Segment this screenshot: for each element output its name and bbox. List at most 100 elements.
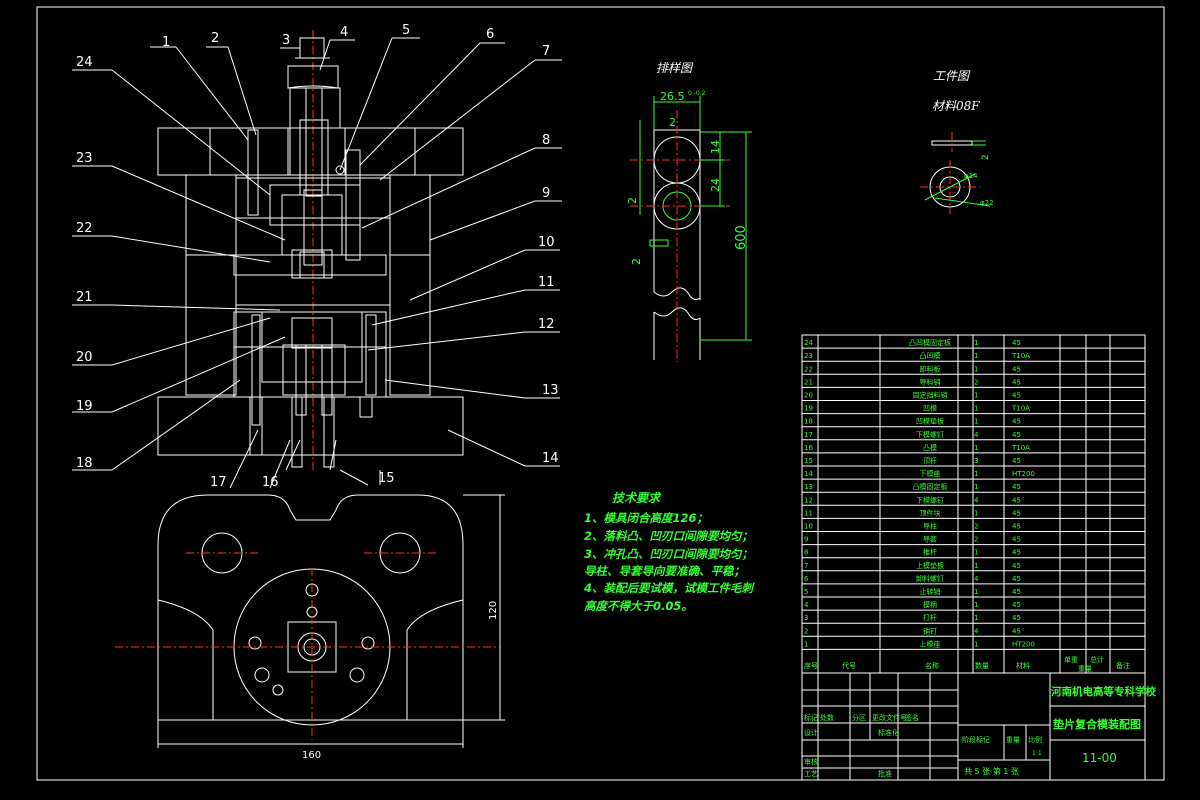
- bom-row-qty: 1: [974, 418, 978, 426]
- bom-row-material: 45: [1012, 378, 1021, 386]
- title-sign: 签名: [905, 713, 919, 722]
- bom-row-material: T10A: [1011, 352, 1030, 360]
- title-change-doc: 更改文件号: [872, 713, 907, 722]
- bom-row-name: 止转销: [920, 587, 941, 596]
- part-number-11: 11: [538, 275, 555, 290]
- bom-row-material: T10A: [1011, 444, 1030, 452]
- strip-dim-2b: 2: [626, 197, 639, 204]
- bom-row-number: 11: [804, 509, 813, 517]
- bom-row-qty: 1: [974, 640, 978, 648]
- part-number-10: 10: [538, 235, 555, 250]
- tech-req-line: 4、装配后要试模，试模工件毛刺: [583, 581, 756, 595]
- bom-row-material: 45: [1012, 601, 1021, 609]
- bom-header-code: 代号: [842, 661, 856, 670]
- bom-row-name: 凸模: [923, 443, 937, 452]
- drawing-border: [36, 6, 1165, 781]
- bom-row-name: 凹模垫板: [916, 417, 944, 426]
- part-number-6: 6: [486, 27, 494, 42]
- part-number-1: 1: [162, 35, 170, 50]
- title-count: 处数: [820, 713, 834, 722]
- bom-row-name: 导柱: [923, 522, 937, 531]
- workpiece-dim-d2: φ22: [980, 199, 994, 207]
- bom-row-material: 45: [1012, 496, 1021, 504]
- bom-row-name: 销钉: [923, 626, 937, 635]
- title-stage-mark: 阶段标记: [962, 735, 990, 744]
- title-block: 标记 处数 分区 更改文件号 签名 设计 标准化 审核 工艺 批准 阶段标记 重…: [801, 672, 1156, 781]
- bom-row-material: 45: [1012, 418, 1021, 426]
- title-standard: 标准化: [878, 728, 899, 737]
- bom-row-qty: 1: [974, 339, 978, 347]
- bom-row-qty: 4: [974, 431, 979, 439]
- bom-row-material: HT200: [1012, 640, 1035, 648]
- bom-row-material: 45: [1012, 365, 1021, 373]
- dim-160: 160: [302, 750, 321, 761]
- workpiece-dim-t: 2: [981, 154, 991, 160]
- bom-row-number: 14: [804, 470, 813, 478]
- bom-row-number: 4: [804, 601, 809, 609]
- bom-row-name: 凸凹模: [920, 351, 941, 360]
- part-number-15: 15: [378, 471, 395, 486]
- bom-row-number: 5: [804, 588, 808, 596]
- part-number-2: 2: [211, 31, 219, 46]
- strip-dim-14: 14: [709, 140, 722, 154]
- tech-requirements: 技术要求 1、模具闭合高度126； 2、落料凸、凹刃口间隙要均匀； 3、冲孔凸、…: [583, 491, 756, 613]
- bom-row-qty: 4: [974, 575, 979, 583]
- title-review: 审核: [804, 757, 818, 766]
- bom-row-material: 45: [1012, 575, 1021, 583]
- title-sheets: 共 5 张 第 1 张: [964, 766, 1019, 776]
- bom-row-qty: 2: [974, 536, 978, 544]
- bom-row-qty: 1: [974, 549, 978, 557]
- strip-dim-600: 600: [734, 225, 749, 250]
- bom-row-number: 12: [804, 496, 813, 504]
- strip-dim-2c: 2: [630, 258, 643, 265]
- bom-row-number: 17: [804, 431, 813, 439]
- workpiece-title: 工件图: [933, 69, 971, 83]
- bom-table: [801, 334, 1146, 674]
- bom-row-number: 8: [804, 549, 808, 557]
- part-number-4: 4: [340, 25, 348, 40]
- bom-header-weight: 重量: [1078, 665, 1092, 673]
- bom-row-number: 13: [804, 483, 813, 491]
- tech-req-line: 3、冲孔凸、凹刃口间隙要均匀；: [584, 547, 753, 561]
- strip-dim-tol: 0 -0.2: [688, 90, 706, 97]
- part-number-22: 22: [76, 221, 93, 236]
- bom-row-material: 45: [1012, 523, 1021, 531]
- bom-row-material: 45: [1012, 562, 1021, 570]
- bom-row-qty: 1: [974, 365, 978, 373]
- part-number-20: 20: [76, 350, 93, 365]
- bom-row-material: 45: [1012, 627, 1021, 635]
- bom-row-name: 顶件块: [920, 508, 941, 517]
- bom-row-number: 22: [804, 365, 813, 373]
- bom-row-number: 10: [804, 523, 813, 531]
- bom-row-qty: 1: [974, 588, 978, 596]
- bom-row-number: 19: [804, 405, 813, 413]
- bom-row-number: 15: [804, 457, 813, 465]
- bom-row-material: 45: [1012, 339, 1021, 347]
- title-zone: 分区: [852, 713, 866, 722]
- title-process: 工艺: [804, 770, 818, 778]
- bom-row-name: 下模螺钉: [916, 430, 944, 439]
- part-number-5: 5: [402, 23, 410, 38]
- plan-view: 120 160: [115, 494, 505, 761]
- strip-layout-title: 排样图: [656, 61, 694, 75]
- bom-row-number: 21: [804, 378, 813, 386]
- bom-row-number: 20: [804, 392, 813, 400]
- part-number-21: 21: [76, 290, 93, 305]
- bom-header-mat: 材料: [1016, 661, 1030, 670]
- part-number-8: 8: [542, 133, 550, 148]
- bom-row-qty: 2: [974, 378, 978, 386]
- part-number-23: 23: [76, 151, 93, 166]
- title-mark: 标记: [804, 713, 818, 722]
- part-number-24: 24: [76, 55, 93, 70]
- part-number-9: 9: [542, 186, 550, 201]
- title-drawing-no: 11-00: [1082, 751, 1117, 765]
- bom-row-number: 3: [804, 614, 808, 622]
- bom-row-name: 导料销: [920, 377, 941, 386]
- part-number-18: 18: [76, 456, 93, 471]
- bom-row-material: 45: [1012, 392, 1021, 400]
- bom-row-material: 45: [1012, 536, 1021, 544]
- bom-row-material: 45: [1012, 549, 1021, 557]
- bom-row-material: 45: [1012, 614, 1021, 622]
- section-view: [157, 30, 464, 471]
- part-number-16: 16: [262, 475, 279, 490]
